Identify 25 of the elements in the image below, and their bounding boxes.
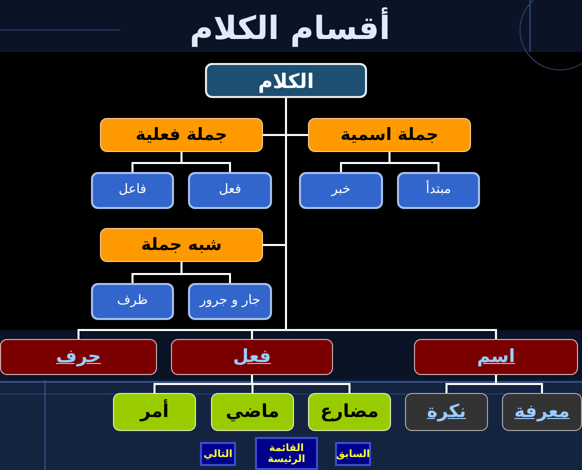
category-box: شبه جملة xyxy=(100,228,263,262)
item-box: فعل xyxy=(188,172,272,209)
item-box: مضارع xyxy=(308,393,391,431)
item-box: خبر xyxy=(299,172,383,209)
connector-line xyxy=(180,152,231,172)
item-box: مبتدأ xyxy=(397,172,480,209)
nav-button: القائمة الرئيسة xyxy=(255,437,318,470)
nav-button: السابق xyxy=(335,442,371,466)
item-box: جار و جرور xyxy=(188,283,272,320)
title: أقسام الكلام xyxy=(188,8,392,48)
item-box: ظرف xyxy=(91,283,174,320)
link-box: اسم xyxy=(414,339,578,375)
link-box: نكرة xyxy=(405,393,488,431)
connector-line xyxy=(180,262,231,283)
category-box: جملة اسمية xyxy=(308,118,471,152)
nav-button: التالي xyxy=(200,442,236,466)
item-box: فاعل xyxy=(91,172,174,209)
category-box: جملة فعلية xyxy=(100,118,263,152)
link-box: فعل xyxy=(171,339,333,375)
connector-line xyxy=(388,152,440,172)
item-box: أمر xyxy=(113,393,196,431)
item-box: ماضي xyxy=(211,393,294,431)
link-box: معرفة xyxy=(502,393,582,431)
topic-box: الكلام xyxy=(205,63,367,98)
link-box: حرف xyxy=(0,339,157,375)
